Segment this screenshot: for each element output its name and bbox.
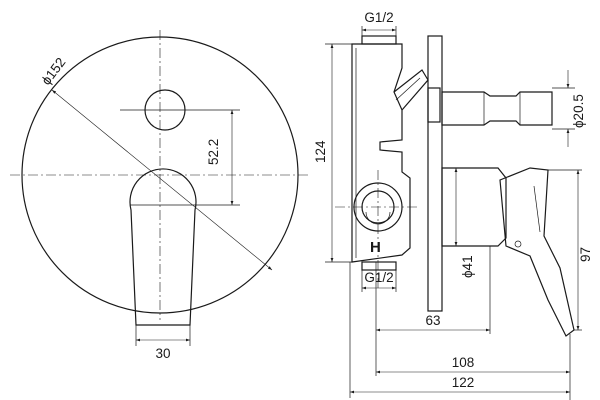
- valve-body: [351, 43, 411, 263]
- diverter-passage: [393, 69, 429, 111]
- handle-height-label: 97: [578, 247, 593, 262]
- top-thread-label: G1/2: [364, 10, 393, 25]
- side-lever: [499, 167, 575, 337]
- diameter-dimension-line: [51, 89, 273, 271]
- hot-marker: H: [370, 239, 381, 256]
- side-wall-plate: [427, 35, 443, 312]
- handle-base: [441, 167, 507, 247]
- lever-handle: [129, 168, 197, 326]
- body-height-label: 124: [313, 140, 328, 163]
- stem-diameter-label: ϕ20.5: [571, 94, 586, 128]
- diverter-stem: [441, 91, 553, 126]
- divert-offset-label: 52.2: [206, 139, 221, 165]
- lever-projection-label: 108: [452, 355, 475, 370]
- side-view: ϕ20.5 H G1/2 G1/2 124: [313, 10, 593, 400]
- diverter-stem-collar: [427, 87, 441, 123]
- lever-width-label: 30: [155, 346, 170, 361]
- front-view: ϕ152 52.2 30: [10, 30, 310, 361]
- front-diameter-label: ϕ152: [38, 55, 68, 88]
- overall-depth-label: 122: [452, 375, 475, 390]
- bottom-inlet-port: [361, 261, 397, 271]
- diverter-passage-inner: [395, 77, 421, 101]
- handle-projection-label: 63: [425, 313, 440, 328]
- side-lever-detail: [533, 185, 541, 233]
- bottom-thread-label: G1/2: [364, 270, 393, 285]
- top-inlet-port: [361, 35, 397, 45]
- lever-screw: [514, 240, 522, 248]
- handle-diameter-label: ϕ41: [460, 255, 475, 278]
